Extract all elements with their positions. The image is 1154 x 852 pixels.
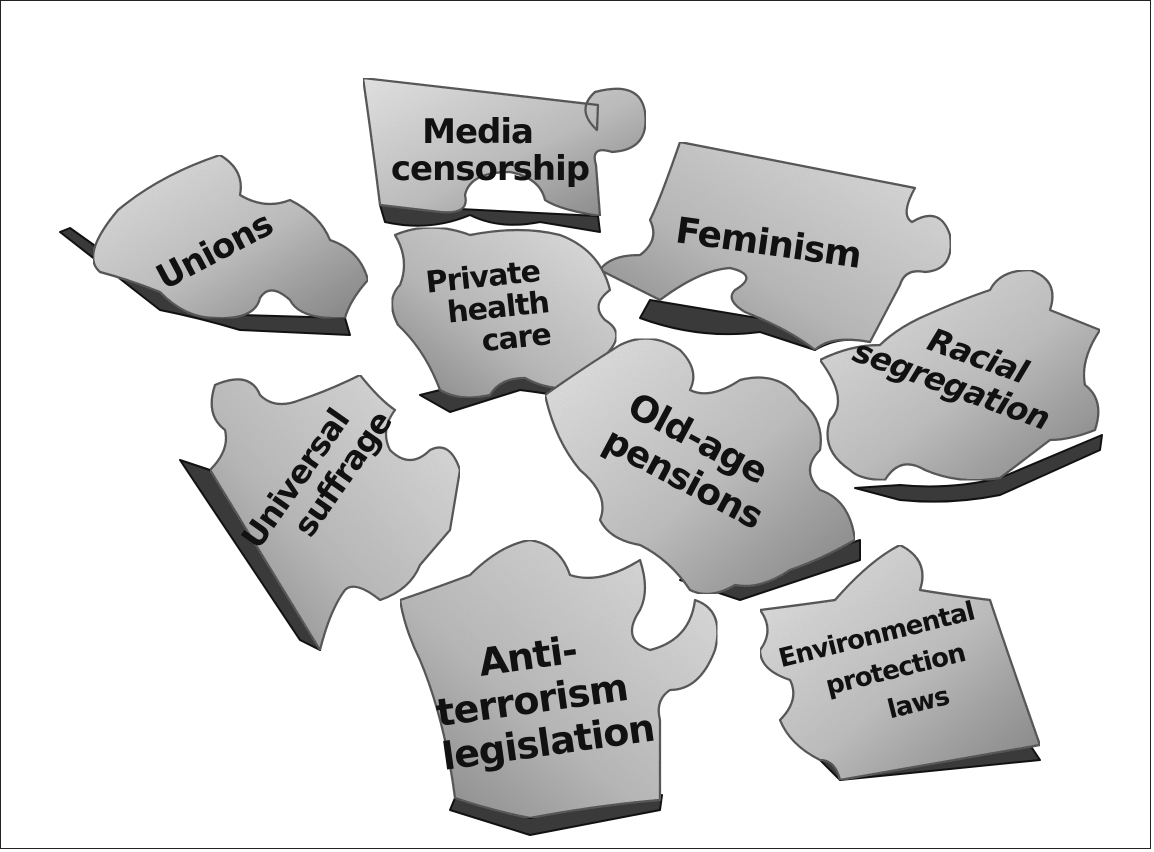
piece-label-anti-terrorism-legislation: Anti- terrorism legislation <box>427 619 657 779</box>
piece-feminism: Feminism <box>598 140 952 352</box>
piece-line: censorship <box>391 149 589 189</box>
piece-unions: Unions <box>59 153 370 336</box>
piece-environmental-protection-laws: Environmental protection laws <box>758 543 1042 782</box>
piece-universal-suffrage: Universal suffrage <box>179 373 462 652</box>
piece-label-private-health-care: Private health care <box>424 252 563 364</box>
piece-anti-terrorism-legislation: Anti- terrorism legislation <box>398 538 719 836</box>
piece-private-health-care: Private health care <box>390 226 618 413</box>
piece-old-age-pensions: Old-age pensions <box>543 337 861 601</box>
piece-label-media-censorship: Media censorship <box>391 112 589 189</box>
piece-racial-segregation: Racial segregation <box>818 268 1103 503</box>
piece-media-censorship: Media censorship <box>361 76 647 233</box>
piece-line: Media <box>422 112 533 152</box>
piece-line: care <box>480 317 552 359</box>
